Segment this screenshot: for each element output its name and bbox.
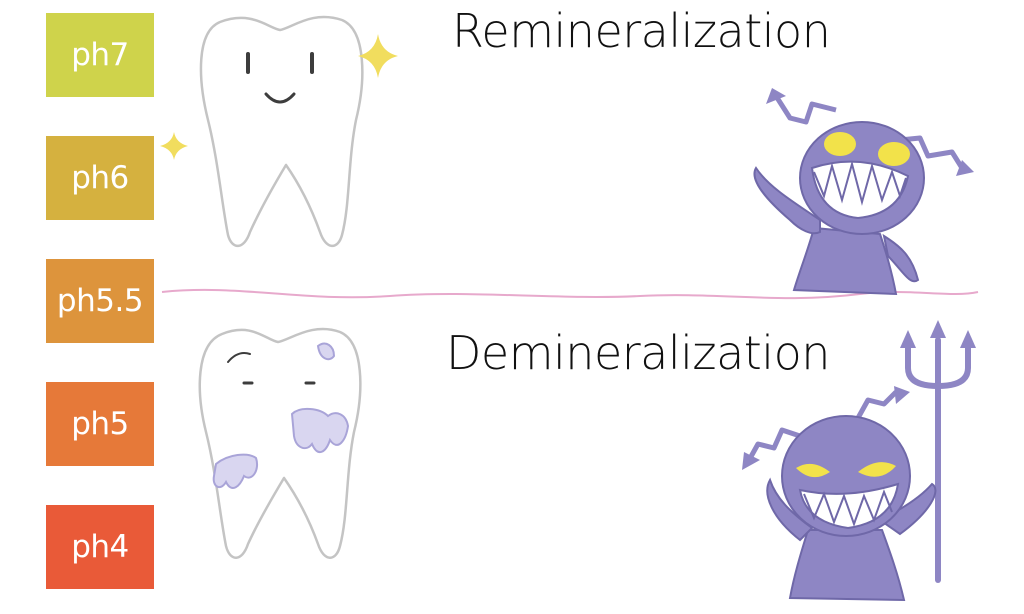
ph-label: ph5 (71, 406, 129, 442)
ph-box-7: ph7 (46, 13, 154, 97)
ph-label: ph5.5 (56, 283, 144, 319)
ph-label: ph4 (71, 529, 129, 565)
sparkle-icon (358, 34, 398, 78)
sparkle-icon (160, 132, 188, 160)
healthy-tooth-icon (199, 15, 364, 248)
decayed-tooth-icon (198, 327, 362, 559)
bacteria-monster-icon (753, 88, 974, 296)
ph-label: ph7 (71, 37, 129, 73)
healthy-tooth-smile (264, 92, 296, 104)
demineralization-heading: Demineralization (446, 326, 830, 380)
trident-icon (900, 320, 976, 583)
ph-box-5: ph5 (46, 382, 154, 466)
bacteria-monster-icon (742, 386, 937, 602)
ph-box-4: ph4 (46, 505, 154, 589)
remineralization-heading: Remineralization (452, 4, 831, 58)
ph-label: ph6 (71, 160, 129, 196)
ph-box-6: ph6 (46, 136, 154, 220)
ph-box-5-5: ph5.5 (46, 259, 154, 343)
